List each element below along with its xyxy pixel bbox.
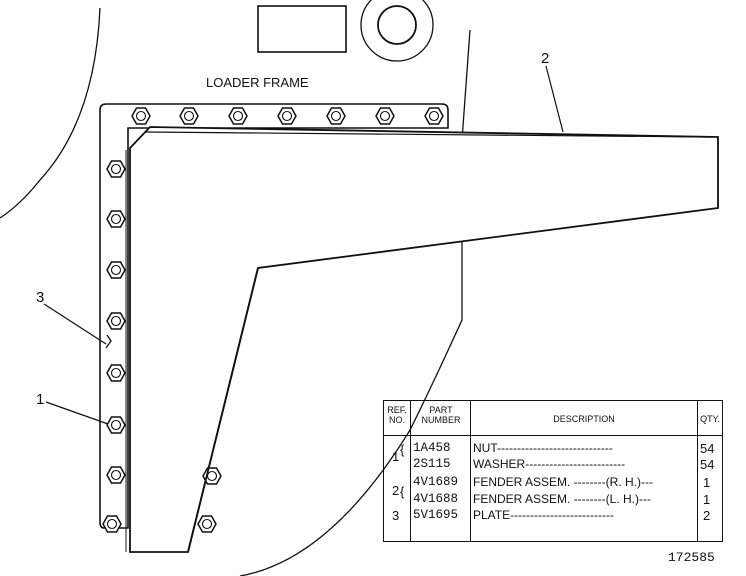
table-row-ref: 1 bbox=[392, 449, 400, 464]
brace-ref-1: { bbox=[400, 442, 405, 457]
table-row-part: 1A458 bbox=[413, 441, 451, 455]
table-row-qty: 1 bbox=[703, 492, 711, 507]
parts-list-table: REF. NO. PART NUMBER DESCRIPTION QTY. { … bbox=[383, 400, 723, 542]
table-row-desc: FENDER ASSEM. --------(R. H.)--- bbox=[473, 475, 653, 489]
header-ref-no: REF. NO. bbox=[387, 405, 407, 425]
loader-frame-edge bbox=[239, 29, 471, 576]
plate-notch bbox=[105, 334, 112, 349]
callout-2-number: 2 bbox=[541, 50, 549, 67]
frame-bracket bbox=[257, 5, 347, 53]
header-description: DESCRIPTION bbox=[553, 414, 615, 424]
header-qty: QTY. bbox=[700, 414, 720, 424]
plate-outline bbox=[99, 103, 449, 529]
callout-3-number: 3 bbox=[36, 289, 44, 306]
bolt-row-top bbox=[131, 107, 444, 125]
table-row-qty: 2 bbox=[703, 508, 711, 523]
fender-top-edge bbox=[145, 131, 711, 138]
table-row-part: 4V1688 bbox=[413, 492, 459, 506]
table-row-desc: FENDER ASSEM. --------(L. H.)--- bbox=[473, 492, 651, 506]
callout-1-leader bbox=[45, 401, 109, 425]
table-row-desc: PLATE-------------------------- bbox=[473, 508, 615, 522]
callout-2-leader bbox=[545, 65, 564, 133]
callout-1-number: 1 bbox=[36, 391, 44, 408]
table-row-qty: 54 bbox=[700, 441, 715, 456]
frame-pivot-inner bbox=[377, 5, 417, 45]
table-row-part: 4V1689 bbox=[413, 475, 459, 489]
bolt-column-left bbox=[102, 160, 126, 533]
table-row-part: 5V1695 bbox=[413, 508, 459, 522]
table-row-part: 2S115 bbox=[413, 457, 451, 471]
header-part-number: PART NUMBER bbox=[421, 405, 461, 425]
table-row-desc: WASHER------------------------- bbox=[473, 457, 626, 471]
callout-3-leader bbox=[43, 303, 107, 345]
table-row-qty: 1 bbox=[703, 475, 711, 490]
table-row-ref: 2 bbox=[392, 483, 400, 498]
brace-ref-2: { bbox=[400, 484, 405, 499]
frame-pivot-outer bbox=[360, 0, 434, 62]
loader-frame-outline bbox=[0, 7, 101, 219]
document-number: 172585 bbox=[668, 550, 715, 565]
table-row-ref: 3 bbox=[392, 508, 400, 523]
loader-frame-label: LOADER FRAME bbox=[206, 75, 309, 90]
table-row-qty: 54 bbox=[700, 457, 715, 472]
table-row-desc: NUT----------------------------- bbox=[473, 441, 613, 455]
